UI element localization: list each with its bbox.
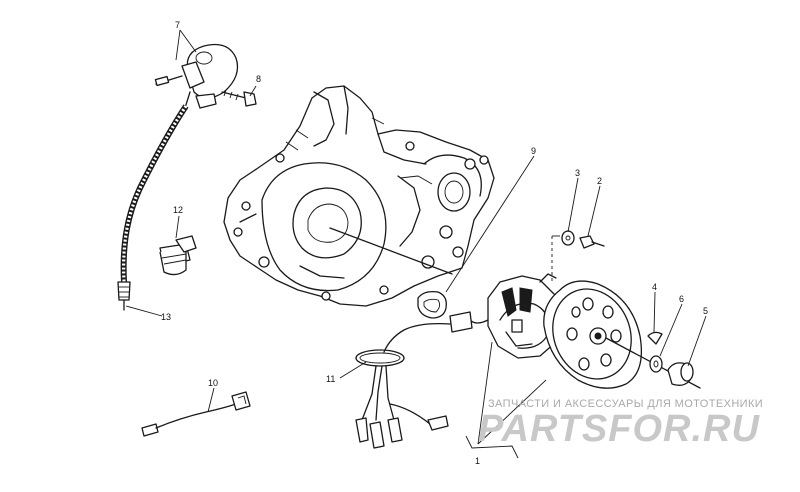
callout-11: 11 xyxy=(326,374,335,384)
callout-10: 10 xyxy=(208,378,218,388)
callout-6: 6 xyxy=(679,294,684,304)
callout-8: 8 xyxy=(256,74,261,84)
watermark-tagline: ЗАПЧАСТИ И АКСЕССУАРЫ ДЛЯ МОТОТЕХНИКИ xyxy=(488,398,764,410)
flywheel-rotor xyxy=(543,280,701,389)
spring-washer xyxy=(649,355,663,373)
callout-2: 2 xyxy=(597,176,602,186)
ignition-coil xyxy=(154,43,239,109)
leader-lines xyxy=(125,29,707,459)
flywheel-nut xyxy=(667,362,694,386)
cable-grommet xyxy=(417,290,447,319)
callout-13: 13 xyxy=(161,312,171,322)
ht-lead-cable xyxy=(120,104,189,283)
callout-4: 4 xyxy=(652,282,657,292)
callout-1: 1 xyxy=(475,456,480,466)
engine-crankcase xyxy=(223,85,495,307)
callout-5: 5 xyxy=(703,306,708,316)
callout-9: 9 xyxy=(531,146,536,156)
woodruff-key xyxy=(647,331,663,345)
callout-12: 12 xyxy=(173,205,183,215)
callout-3: 3 xyxy=(575,168,580,178)
watermark-brand: PARTSFOR.RU xyxy=(478,408,760,450)
flywheel-screw xyxy=(579,235,605,249)
coil-mounting-bolt xyxy=(221,89,257,107)
pickup-sensor-lead xyxy=(141,391,251,437)
callout-7: 7 xyxy=(175,20,180,30)
flywheel-washer xyxy=(561,230,575,246)
wiring-loom xyxy=(355,311,489,449)
spark-plug-terminal xyxy=(117,281,131,311)
spark-plug-cap xyxy=(159,235,197,276)
